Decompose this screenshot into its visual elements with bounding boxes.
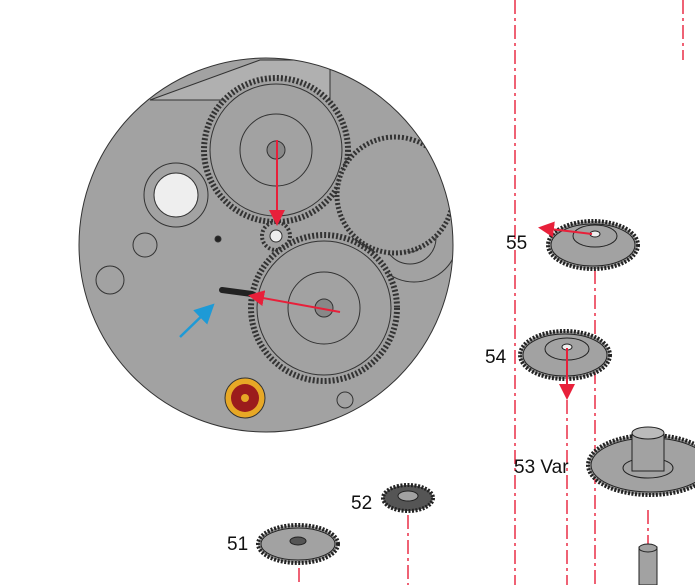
part-label-51: 51 xyxy=(227,534,249,555)
part-label-53: 53 Var xyxy=(514,457,569,478)
part-label-54: 54 xyxy=(485,347,507,368)
part-label-52: 52 xyxy=(351,493,373,514)
part-54 xyxy=(518,329,612,381)
jewel-icon xyxy=(224,377,266,419)
part-55 xyxy=(546,219,640,271)
movement-plate xyxy=(79,58,453,432)
axis-lines xyxy=(298,0,684,585)
part-lower xyxy=(638,543,658,585)
part-51 xyxy=(256,523,340,565)
part-52 xyxy=(381,483,435,513)
part-label-55: 55 xyxy=(506,233,528,254)
part-53 xyxy=(586,426,695,497)
